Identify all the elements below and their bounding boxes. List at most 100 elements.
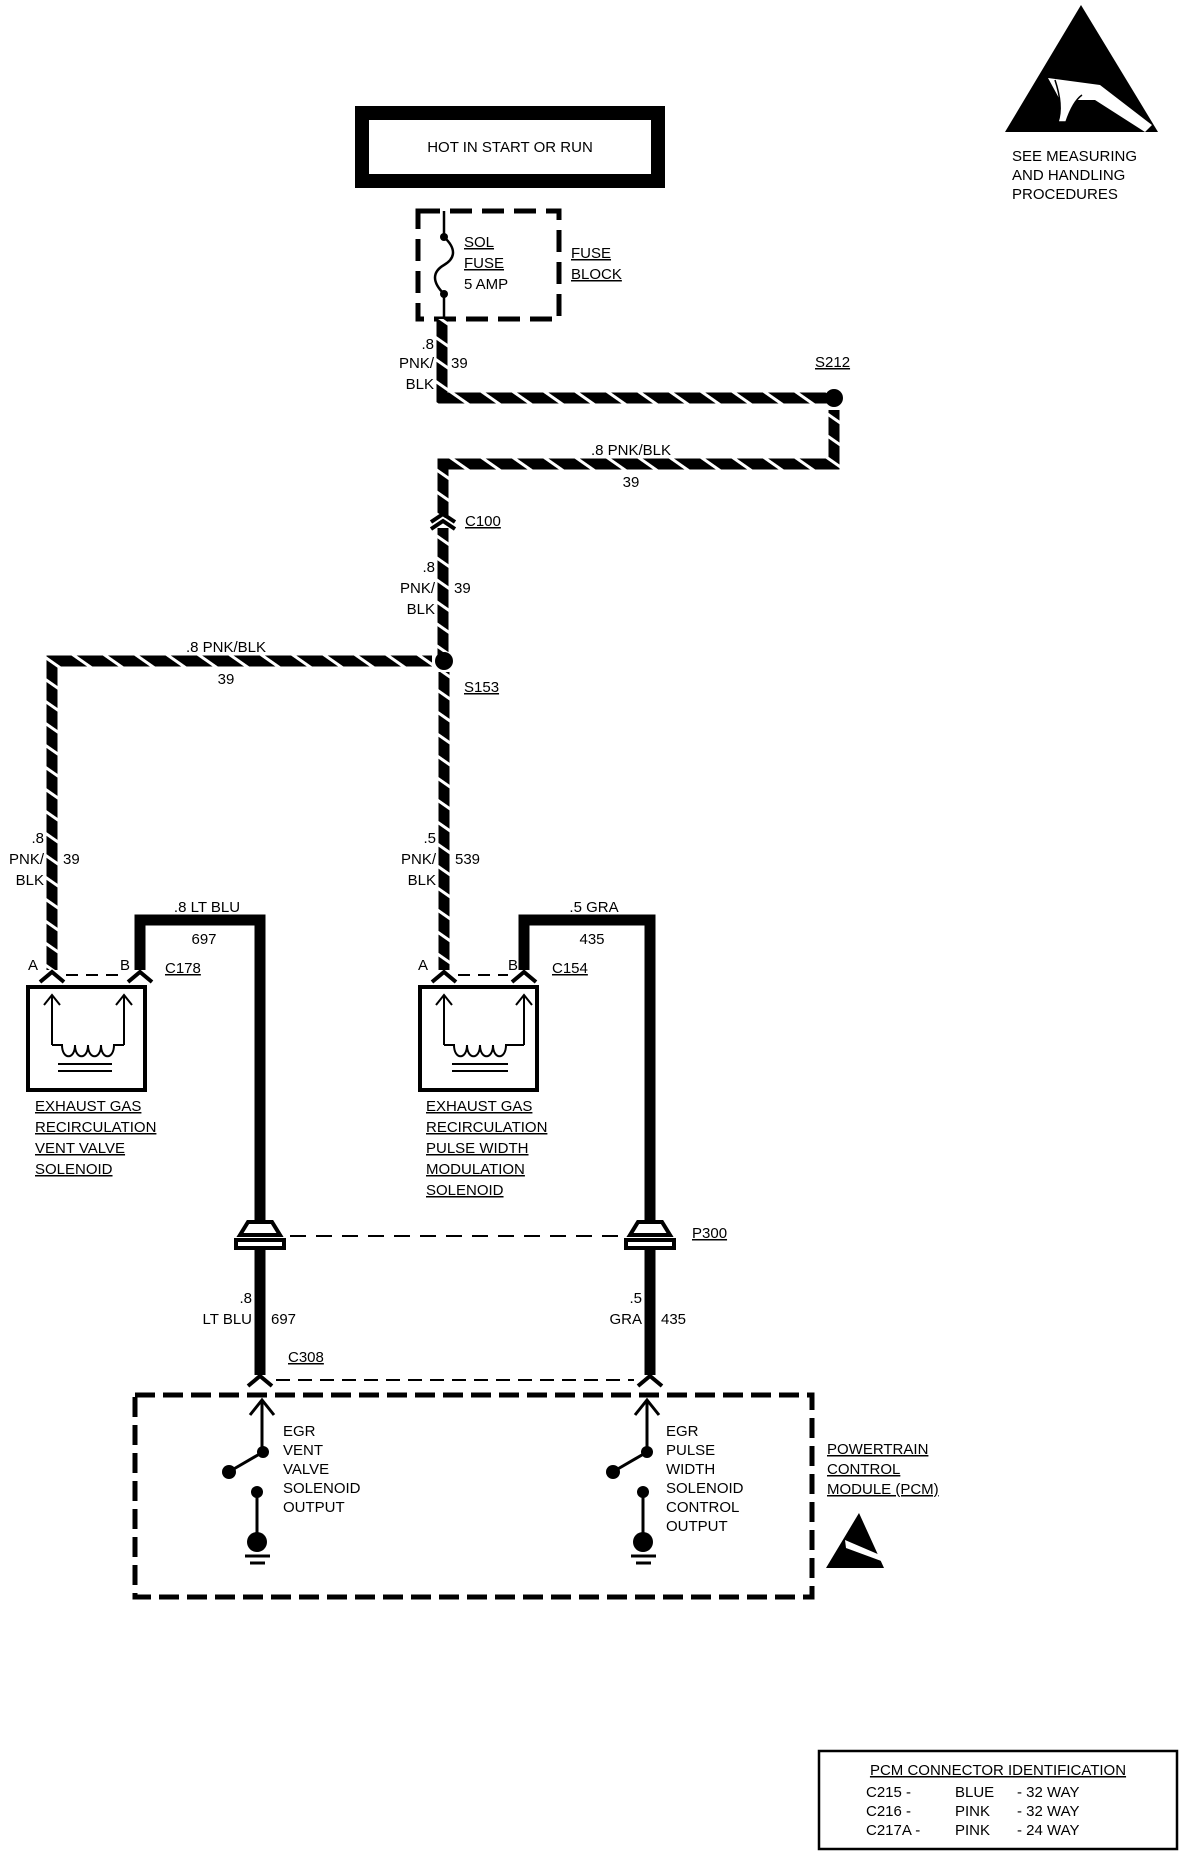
connector-c308-label: C308: [288, 1349, 324, 1366]
wire-w1-gauge: .8: [421, 336, 434, 353]
fuse-label-2: FUSE: [464, 255, 504, 272]
wire-w7-circuit: 697: [191, 931, 216, 948]
pcm-vent-output-label-3: VALVE: [283, 1461, 329, 1478]
pcm-pwm-output-label-1: EGR: [666, 1423, 699, 1440]
pwm-solenoid-label-2: RECIRCULATION: [426, 1119, 547, 1136]
pcm-label-3: MODULE (PCM): [827, 1481, 939, 1498]
wire-w1-circuit: 39: [451, 355, 468, 372]
wire-w3-color-1: PNK/: [400, 580, 436, 597]
wire-w5-gauge: .8: [31, 830, 44, 847]
fuse-label-3: 5 AMP: [464, 276, 508, 293]
connector-table-row-3-ways: - 24 WAY: [1017, 1822, 1080, 1839]
connector-c178-label: C178: [165, 960, 201, 977]
connector-c100-label: C100: [465, 513, 501, 530]
connector-table-row-1-color: BLUE: [955, 1784, 994, 1801]
wire-w4-label: .8 PNK/BLK: [186, 639, 266, 656]
pcm-vent-output-label-2: VENT: [283, 1442, 323, 1459]
wire-w5-circuit: 39: [63, 851, 80, 868]
wire-w6-color-2: BLK: [408, 872, 436, 889]
vent-solenoid-label-3: VENT VALVE: [35, 1140, 125, 1157]
wire-w6-color-1: PNK/: [401, 851, 437, 868]
splice-s212: [825, 389, 843, 407]
solenoid-coil-icon: [43, 993, 133, 1072]
connector-p300-right-icon: [624, 1220, 676, 1250]
connector-p300-label: P300: [692, 1225, 727, 1242]
pcm-vent-output-label-4: SOLENOID: [283, 1480, 361, 1497]
pcm-pwm-output-label-3: WIDTH: [666, 1461, 715, 1478]
pwm-solenoid-label-4: MODULATION: [426, 1161, 525, 1178]
pcm-box: [132, 1392, 815, 1600]
connector-table-row-2-id: C216 -: [866, 1803, 911, 1820]
fuse-block: [415, 208, 562, 322]
connector-c154-label: C154: [552, 960, 588, 977]
wire-w10-circuit: 435: [661, 1311, 686, 1328]
wire-w7-label: .8 LT BLU: [174, 899, 240, 916]
esd-warning-line-2: AND HANDLING: [1012, 167, 1125, 184]
pcm-label-2: CONTROL: [827, 1461, 900, 1478]
fuse-icon: [433, 211, 455, 319]
wire-w8-circuit: 435: [579, 931, 604, 948]
wire-w5-color-2: BLK: [16, 872, 44, 889]
splice-s153: [435, 652, 453, 670]
splice-s153-label: S153: [464, 679, 499, 696]
pin-b-pwm: B: [508, 957, 518, 974]
pcm-label-1: POWERTRAIN: [827, 1441, 928, 1458]
wire-w8-label: .5 GRA: [569, 899, 618, 916]
pcm-vent-output-label-5: OUTPUT: [283, 1499, 345, 1516]
pcm-pwm-switch-icon: [606, 1397, 661, 1565]
pwm-solenoid-label-3: PULSE WIDTH: [426, 1140, 529, 1157]
wire-w9-color: LT BLU: [203, 1311, 252, 1328]
pcm-vent-switch-icon: [222, 1397, 276, 1565]
connector-c154-icon: [430, 969, 538, 984]
splice-s212-label: S212: [815, 354, 850, 371]
pwm-solenoid-label-5: SOLENOID: [426, 1182, 504, 1199]
solenoid-coil-icon: [435, 993, 533, 1072]
connector-table-row-2-color: PINK: [955, 1803, 990, 1820]
wire-w1-color-2: BLK: [406, 376, 434, 393]
wire-697-c178-to-p300: [134, 914, 266, 1222]
fuse-block-label-2: BLOCK: [571, 266, 622, 283]
connector-table-row-3-color: PINK: [955, 1822, 990, 1839]
wire-w2-circuit: 39: [623, 474, 640, 491]
pin-a-vent: A: [28, 957, 38, 974]
pin-b-vent: B: [120, 957, 130, 974]
pwm-solenoid-label-1: EXHAUST GAS: [426, 1098, 532, 1115]
pcm-pwm-output-label-4: SOLENOID: [666, 1480, 744, 1497]
wire-w9-gauge: .8: [239, 1290, 252, 1307]
connector-table-row-3-id: C217A -: [866, 1822, 920, 1839]
esd-warning-icon: [1005, 5, 1158, 132]
pcm-esd-icon: [826, 1513, 884, 1568]
wire-39-fuse-to-s212: [436, 319, 832, 404]
vent-solenoid-label-4: SOLENOID: [35, 1161, 113, 1178]
fuse-label-1: SOL: [464, 234, 494, 251]
vent-solenoid-box: [26, 985, 147, 1092]
fuse-block-label-1: FUSE: [571, 245, 611, 262]
wire-w4-circuit: 39: [218, 671, 235, 688]
connector-table-row-2-ways: - 32 WAY: [1017, 1803, 1080, 1820]
connector-table-row-1-ways: - 32 WAY: [1017, 1784, 1080, 1801]
wire-39-s153-to-c178: [46, 655, 432, 970]
esd-warning-line-1: SEE MEASURING: [1012, 148, 1137, 165]
wire-w1-color-1: PNK/: [399, 355, 435, 372]
connector-p300-left-icon: [234, 1220, 286, 1250]
connector-table-title: PCM CONNECTOR IDENTIFICATION: [870, 1762, 1126, 1779]
connector-c178-icon: [38, 969, 154, 984]
pcm-vent-output-label-1: EGR: [283, 1423, 316, 1440]
pin-a-pwm: A: [418, 957, 428, 974]
power-source-box: [355, 106, 665, 188]
connector-c308-icon: [246, 1373, 664, 1388]
power-source-label: HOT IN START OR RUN: [427, 139, 593, 156]
wire-w2-label: .8 PNK/BLK: [591, 442, 671, 459]
pcm-pwm-output-label-5: CONTROL: [666, 1499, 739, 1516]
wire-w10-color: GRA: [609, 1311, 642, 1328]
wire-w3-color-2: BLK: [407, 601, 435, 618]
wire-w6-gauge: .5: [423, 830, 436, 847]
vent-solenoid-label-1: EXHAUST GAS: [35, 1098, 141, 1115]
pcm-pwm-output-label-2: PULSE: [666, 1442, 715, 1459]
esd-warning-line-3: PROCEDURES: [1012, 186, 1118, 203]
wire-w10-gauge: .5: [629, 1290, 642, 1307]
connector-table-row-1-id: C215 -: [866, 1784, 911, 1801]
wire-w3-circuit: 39: [454, 580, 471, 597]
wire-w3-gauge: .8: [422, 559, 435, 576]
